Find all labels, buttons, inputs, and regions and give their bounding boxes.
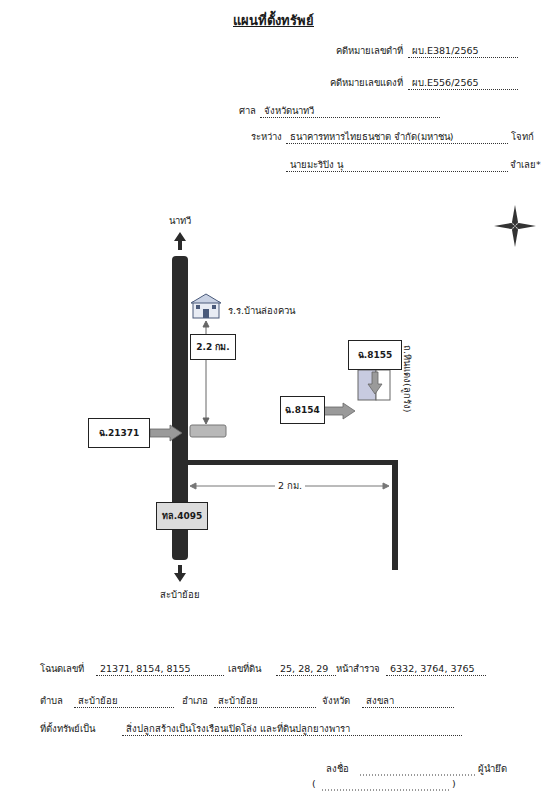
compass-rose [494, 205, 536, 247]
form-label: จังหวัด [322, 694, 350, 707]
box-text: ฉ.8155 [358, 348, 392, 362]
form-value: สะบ้าย้อย [74, 694, 174, 708]
distance-label: 2 กม. [275, 479, 305, 492]
form-value: สิ่งปลูกสร้างเป็นโรงเรือนเปิดโล่ง และที่… [122, 722, 462, 736]
box-text: 2.2 กม. [196, 340, 230, 354]
form-label: ที่ตั้งทรัพย์เป็น [40, 722, 95, 735]
case-number: ผบ.E556/2565 [408, 76, 518, 90]
form-label: อำเภอ [182, 694, 208, 707]
form-value: สงขลา [362, 694, 454, 708]
page-title: แผนที่ตั้งทรัพย์ [233, 10, 314, 31]
direction-label: สะบ้าย้อย [160, 588, 200, 601]
form-label: ตำบล [40, 694, 63, 707]
form-label: เลขที่ดิน [228, 662, 261, 675]
box-text: ทล.4095 [162, 509, 202, 523]
parcel-box: ฉ.8154 [280, 396, 325, 424]
road-label: ถ.หินแดง(ลูกรัง) [401, 345, 414, 412]
parcel-21371 [150, 425, 226, 441]
role-label: จำเลย* [510, 158, 541, 171]
signature-role: ผู้นำยึด [478, 762, 507, 775]
case-label: คดีหมายเลขดำที่ [336, 44, 403, 57]
form-label: โฉนดเลขที่ [40, 662, 84, 675]
defendant-name: นายมะริปิง นุ [286, 158, 508, 172]
form-value: สะบ้าย้อย [214, 694, 316, 708]
plaintiff-name: ธนาคารทหารไทยธนชาต จำกัด(มหาชน) [286, 130, 508, 144]
direction-label: นาทวี [169, 214, 191, 227]
court-name: จังหวัดนาทวี [260, 104, 440, 118]
case-label: คดีหมายเลขแดงที่ [330, 76, 403, 89]
form-label: หน้าสำรวจ [336, 662, 380, 675]
parcel-8154-8155 [324, 370, 390, 419]
form-value: 6332, 3764, 3765 [386, 662, 486, 676]
signature-lines [322, 775, 476, 790]
box-text: ฉ.21371 [99, 426, 140, 440]
parcel-box: ฉ.21371 [88, 418, 150, 448]
box-text: ฉ.8154 [285, 403, 319, 417]
form-value: 25, 28, 29 [276, 662, 336, 676]
form-value: 21371, 8154, 8155 [96, 662, 224, 676]
parcel-box: 2.2 กม. [190, 334, 236, 360]
role-label: โจทก์ [511, 130, 534, 143]
court-label: ศาล [239, 104, 256, 117]
bracket: ( [312, 777, 316, 790]
bracket: ) [452, 777, 456, 790]
party-label: ระหว่าง [251, 130, 282, 143]
case-number: ผบ.E381/2565 [408, 44, 518, 58]
school-label: ร.ร.บ้านล่องควน [228, 304, 295, 317]
signature-label: ลงชื่อ [326, 762, 349, 775]
parcel-box: ทล.4095 [156, 502, 208, 530]
side-road [188, 460, 398, 570]
parcel-box: ฉ.8155 [348, 340, 402, 370]
school-icon [191, 294, 221, 318]
